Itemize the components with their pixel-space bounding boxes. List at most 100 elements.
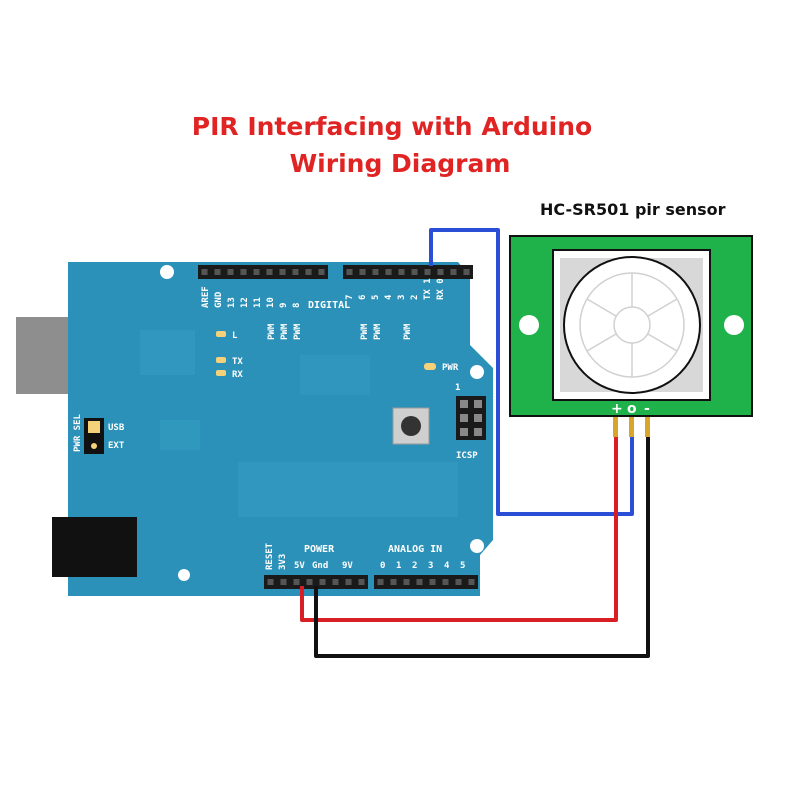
- analog-header-socket: [455, 579, 462, 585]
- analog-pin-label: 3: [428, 561, 433, 571]
- sensor-mounting-hole: [724, 315, 744, 335]
- power-pin-label: 3V3: [278, 554, 288, 570]
- analog-pin-label: 0: [380, 561, 385, 571]
- pwm-label: PWM: [373, 323, 383, 340]
- digital-header-left-socket: [253, 269, 260, 275]
- power-header-socket: [332, 579, 339, 585]
- reset-button-cap: [401, 416, 421, 436]
- analog-header-socket: [416, 579, 423, 585]
- digital-pin-label: 10: [266, 297, 276, 308]
- analog-pin-label: 2: [412, 561, 417, 571]
- power-pin-label: Gnd: [312, 561, 328, 571]
- digital-header-right-socket: [346, 269, 353, 275]
- icsp-label: ICSP: [456, 451, 478, 461]
- power-label: POWER: [304, 544, 335, 555]
- power-pin-label: RESET: [265, 542, 275, 570]
- digital-pin-label: 3: [397, 295, 407, 300]
- sensor-pin-label-out: o: [627, 401, 637, 417]
- board-chip: [160, 420, 200, 450]
- power-header-body: [264, 575, 368, 589]
- sensor-pin-out: [629, 417, 634, 437]
- diagram-title-line-2: Wiring Diagram: [289, 149, 511, 178]
- power-header-socket: [267, 579, 274, 585]
- digital-pin-label: RX 0: [436, 278, 446, 300]
- ext-label: EXT: [108, 441, 125, 451]
- digital-pin-label: 7: [345, 295, 355, 300]
- digital-header-right-body: [343, 265, 473, 279]
- jumper-cap: [88, 421, 100, 433]
- icsp-pin-one-label: 1: [455, 383, 460, 393]
- digital-pin-label: 6: [358, 295, 368, 300]
- digital-header-left-socket: [266, 269, 273, 275]
- analog-header-socket: [429, 579, 436, 585]
- analog-pin-label: 1: [396, 561, 401, 571]
- power-header-socket: [280, 579, 287, 585]
- power-wire: [300, 437, 618, 622]
- digital-header-right-socket: [385, 269, 392, 275]
- digital-pin-label: 11: [253, 297, 263, 308]
- digital-header-left-socket: [227, 269, 234, 275]
- sensor-mounting-hole: [519, 315, 539, 335]
- digital-header-left-socket: [292, 269, 299, 275]
- sensor-label: HC-SR501 pir sensor: [540, 200, 726, 219]
- icsp-pin: [460, 414, 468, 422]
- mounting-hole: [470, 539, 484, 553]
- led-rx-label: RX: [232, 370, 243, 380]
- board-chip: [300, 355, 370, 395]
- led-l-label: L: [232, 331, 238, 341]
- reset-button[interactable]: [392, 407, 430, 445]
- analog-header-body: [374, 575, 478, 589]
- digital-header-left-socket: [201, 269, 208, 275]
- digital-pin-label: 8: [292, 303, 302, 308]
- usb-label: USB: [108, 423, 125, 433]
- digital-pin-label: AREF: [201, 286, 211, 308]
- mounting-hole: [470, 365, 484, 379]
- power-header-socket: [358, 579, 365, 585]
- analog-pin-label: 4: [444, 561, 450, 571]
- arduino-board: [68, 262, 493, 596]
- led-tx-label: TX: [232, 357, 243, 367]
- pwm-label: PWM: [403, 323, 413, 340]
- led-rx: [216, 370, 226, 376]
- digital-header-right-socket: [359, 269, 366, 275]
- digital-header-left: [198, 265, 328, 279]
- digital-header-right-socket: [450, 269, 457, 275]
- power-header: [264, 575, 368, 589]
- led-l: [216, 331, 226, 337]
- sensor-pin-label-gnd: -: [644, 401, 650, 417]
- pwm-label: PWM: [267, 323, 277, 340]
- diagram-title-line-1: PIR Interfacing with Arduino: [191, 112, 593, 141]
- led-tx: [216, 357, 226, 363]
- ground-wire: [314, 437, 650, 658]
- power-pin-label: 9V: [342, 561, 353, 571]
- jumper-pin: [91, 443, 97, 449]
- analog-header-socket: [442, 579, 449, 585]
- power-header-socket: [306, 579, 313, 585]
- power-select-label: PWR SEL: [73, 413, 83, 452]
- digital-pin-label: TX 1: [423, 278, 433, 300]
- analog-header-socket: [390, 579, 397, 585]
- icsp-pin: [474, 428, 482, 436]
- digital-header-right-socket: [411, 269, 418, 275]
- signal-wire: [429, 228, 634, 516]
- digital-header-left-socket: [240, 269, 247, 275]
- analog-label: ANALOG IN: [388, 544, 442, 555]
- power-header-socket: [345, 579, 352, 585]
- power-pin-label: 5V: [294, 561, 305, 571]
- pir-dome-lens: [563, 256, 701, 394]
- analog-header-socket: [468, 579, 475, 585]
- sensor-pin-vcc: [613, 417, 618, 437]
- analog-pin-label: 5: [460, 561, 465, 571]
- icsp-header: [456, 396, 486, 440]
- digital-header-left-socket: [279, 269, 286, 275]
- digital-pin-label: GND: [214, 291, 224, 308]
- digital-header-right-socket: [398, 269, 405, 275]
- digital-header-right-socket: [437, 269, 444, 275]
- analog-header-socket: [377, 579, 384, 585]
- icsp-pin: [460, 400, 468, 408]
- icsp-pin: [474, 414, 482, 422]
- digital-pin-label: 13: [227, 297, 237, 308]
